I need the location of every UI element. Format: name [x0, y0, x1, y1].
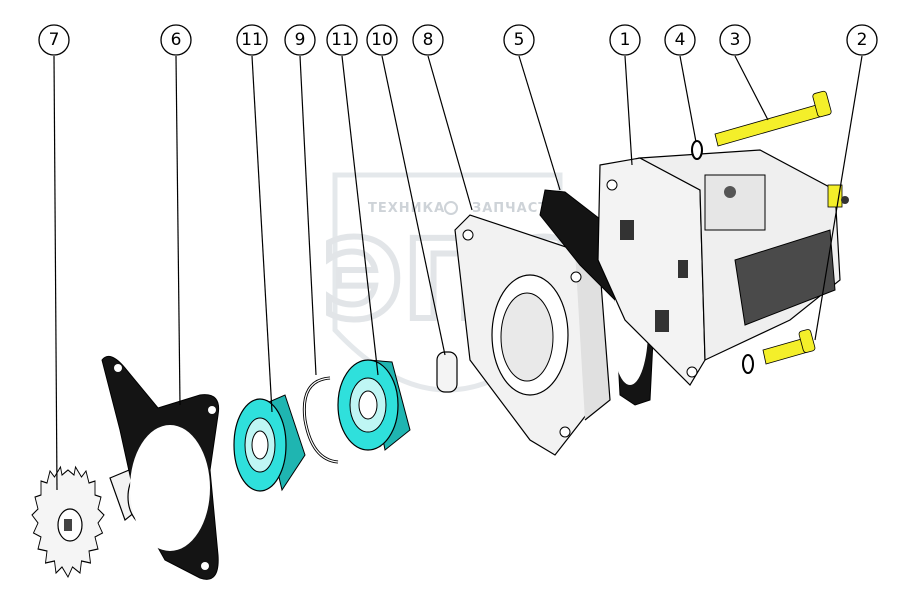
callout-8[interactable]: 8: [412, 24, 444, 56]
gear-icon: [444, 201, 458, 215]
watermark-text-left: ТЕХНИКА: [368, 201, 445, 216]
bolt-part-3[interactable]: [714, 90, 832, 365]
callout-6[interactable]: 6: [160, 24, 192, 56]
flange-housing-part-8[interactable]: [454, 214, 611, 456]
callout-3[interactable]: 3: [719, 24, 751, 56]
bearing-part-11-left[interactable]: [233, 394, 306, 492]
callout-9[interactable]: 9: [284, 24, 316, 56]
washer-part-4[interactable]: [691, 140, 754, 374]
callout-11-left[interactable]: 11: [236, 24, 268, 56]
callout-5[interactable]: 5: [503, 24, 535, 56]
gasket-part-6[interactable]: [101, 355, 220, 580]
snap-ring-part-9[interactable]: [302, 376, 339, 464]
pump-body-part-1[interactable]: [597, 149, 841, 386]
key-part-10[interactable]: [436, 351, 458, 393]
callouts: 7 6 11 9 11 10 8 5 1 4 3 2: [38, 24, 878, 56]
callout-1[interactable]: 1: [609, 24, 641, 56]
watermark-text-right: ЗАПЧАСТИ: [472, 201, 560, 216]
bearing-part-11-right[interactable]: [337, 359, 411, 451]
callout-2[interactable]: 2: [846, 24, 878, 56]
leader-lines: [53, 55, 863, 491]
callout-11-right[interactable]: 11: [326, 24, 358, 56]
callout-7[interactable]: 7: [38, 24, 70, 56]
callout-10[interactable]: 10: [366, 24, 398, 56]
callout-4[interactable]: 4: [664, 24, 696, 56]
